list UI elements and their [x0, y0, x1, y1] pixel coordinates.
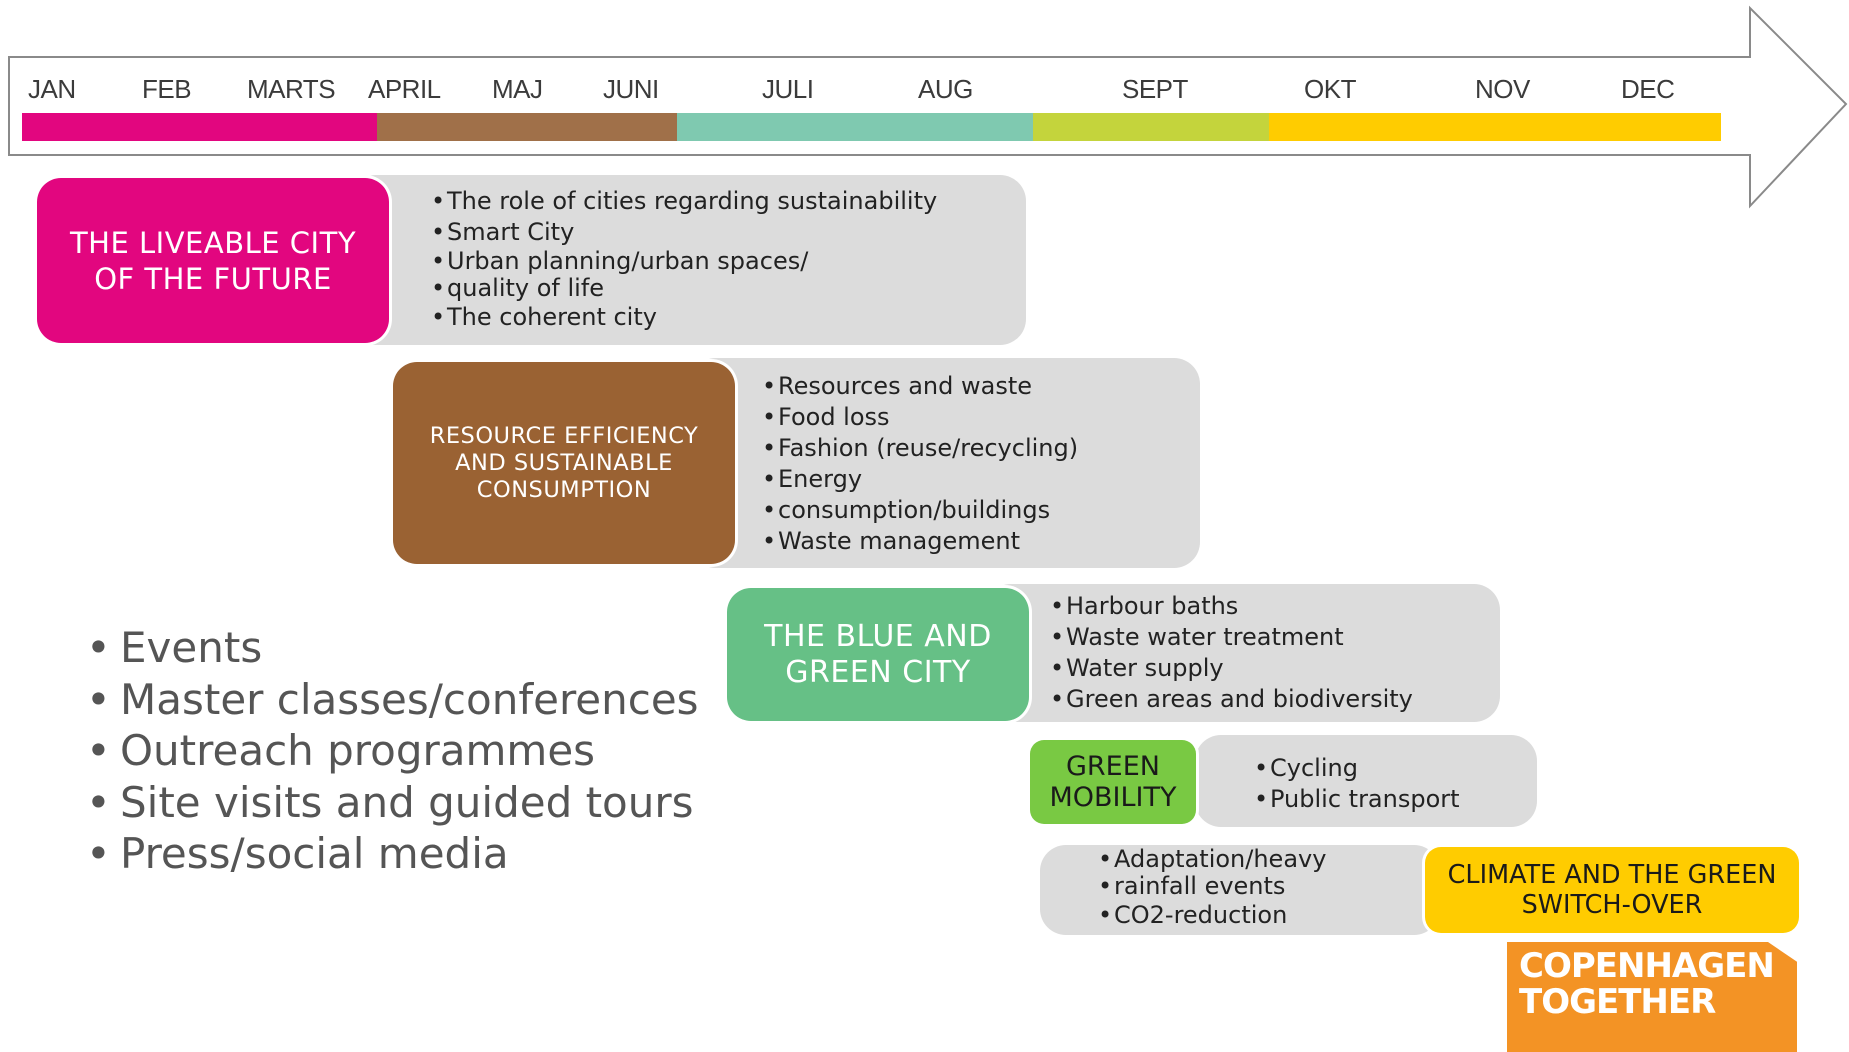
- list-item: Food loss: [762, 402, 1078, 433]
- blue-green-city-title-line1: THE BLUE AND: [764, 618, 992, 654]
- list-item: Green areas and biodiversity: [1050, 684, 1413, 715]
- green-mobility-title-line2: MOBILITY: [1049, 782, 1177, 813]
- activity-item-events: Events: [86, 622, 699, 674]
- logo-line2: TOGETHER: [1519, 982, 1716, 1022]
- activity-item-press: Press/social media: [86, 828, 699, 880]
- list-item-continuation: quality of life: [431, 275, 937, 303]
- month-label-okt: OKT: [1304, 74, 1356, 104]
- list-item: Smart City: [431, 217, 937, 248]
- climate-topics-list: Adaptation/heavy rainfall events CO2-red…: [1098, 846, 1326, 932]
- climate-title-line1: CLIMATE AND THE GREEN: [1447, 860, 1777, 890]
- liveable-city-title-line1: THE LIVEABLE CITY: [69, 225, 357, 260]
- month-label-maj: MAJ: [492, 74, 543, 104]
- timeline-band-teal: [677, 113, 1033, 141]
- month-label-sept: SEPT: [1122, 74, 1188, 104]
- timeline-band-yellow: [1269, 113, 1721, 141]
- list-item: Waste water treatment: [1050, 622, 1413, 653]
- list-item: Harbour baths: [1050, 591, 1413, 622]
- copenhagen-together-logo: COPENHAGEN TOGETHER: [1507, 942, 1797, 1052]
- blue-green-city-theme-box: THE BLUE AND GREEN CITY: [727, 588, 1029, 721]
- month-label-aug: AUG: [918, 74, 973, 104]
- month-label-feb: FEB: [142, 74, 192, 104]
- green-mobility-title-line1: GREEN: [1066, 751, 1160, 782]
- month-label-marts: MARTS: [247, 74, 336, 104]
- month-label-juni: JUNI: [603, 74, 659, 104]
- list-item-continuation: rainfall events: [1098, 873, 1326, 901]
- list-item: Public transport: [1254, 784, 1460, 815]
- climate-title-line2: SWITCH-OVER: [1521, 890, 1703, 920]
- list-item: Resources and waste: [762, 371, 1078, 402]
- green-mobility-theme-box: GREEN MOBILITY: [1030, 740, 1196, 824]
- climate-green-switchover-theme-box: CLIMATE AND THE GREEN SWITCH-OVER: [1425, 847, 1799, 933]
- liveable-city-title-line2: OF THE FUTURE: [94, 261, 332, 296]
- list-item: The coherent city: [431, 302, 937, 333]
- list-item: Fashion (reuse/recycling): [762, 433, 1078, 464]
- blue-green-city-title-line2: GREEN CITY: [785, 654, 971, 690]
- resource-efficiency-title-line2: AND SUSTAINABLE: [455, 449, 673, 476]
- list-item: Adaptation/heavy: [1098, 846, 1326, 874]
- timeline-band-lime: [1033, 113, 1269, 141]
- list-item: Cycling: [1254, 753, 1460, 784]
- month-label-jan: JAN: [28, 74, 76, 104]
- list-item: Energy: [762, 464, 1078, 495]
- logo-line1: COPENHAGEN: [1519, 946, 1775, 986]
- list-item: consumption/buildings: [762, 495, 1078, 526]
- resource-efficiency-title-line1: RESOURCE EFFICIENCY: [429, 422, 699, 449]
- activities-list: Events Master classes/conferences Outrea…: [86, 622, 699, 880]
- month-label-juli: JULI: [762, 74, 814, 104]
- month-label-dec: DEC: [1621, 74, 1675, 104]
- activity-item-outreach: Outreach programmes: [86, 725, 699, 777]
- blue-green-city-topics-list: Harbour baths Waste water treatment Wate…: [1050, 591, 1413, 715]
- resource-efficiency-topics-list: Resources and waste Food loss Fashion (r…: [762, 371, 1078, 557]
- list-item: CO2-reduction: [1098, 900, 1326, 931]
- timeline-arrow: [8, 5, 1848, 209]
- timeline-band-pink: [22, 113, 377, 141]
- list-item: Waste management: [762, 526, 1078, 557]
- liveable-city-topics-list: The role of cities regarding sustainabil…: [431, 186, 937, 333]
- resource-efficiency-title-line3: CONSUMPTION: [476, 476, 652, 503]
- activity-item-site-visits: Site visits and guided tours: [86, 777, 699, 829]
- timeline-band-brown: [377, 113, 677, 141]
- liveable-city-theme-box: THE LIVEABLE CITY OF THE FUTURE: [37, 178, 389, 343]
- month-label-april: APRIL: [368, 74, 441, 104]
- resource-efficiency-theme-box: RESOURCE EFFICIENCY AND SUSTAINABLE CONS…: [393, 362, 735, 564]
- list-item: Urban planning/urban spaces/: [431, 248, 937, 276]
- list-item: The role of cities regarding sustainabil…: [431, 186, 937, 217]
- green-mobility-topics-list: Cycling Public transport: [1254, 753, 1460, 815]
- list-item: Water supply: [1050, 653, 1413, 684]
- month-label-nov: NOV: [1475, 74, 1530, 104]
- activity-item-masterclass: Master classes/conferences: [86, 674, 699, 726]
